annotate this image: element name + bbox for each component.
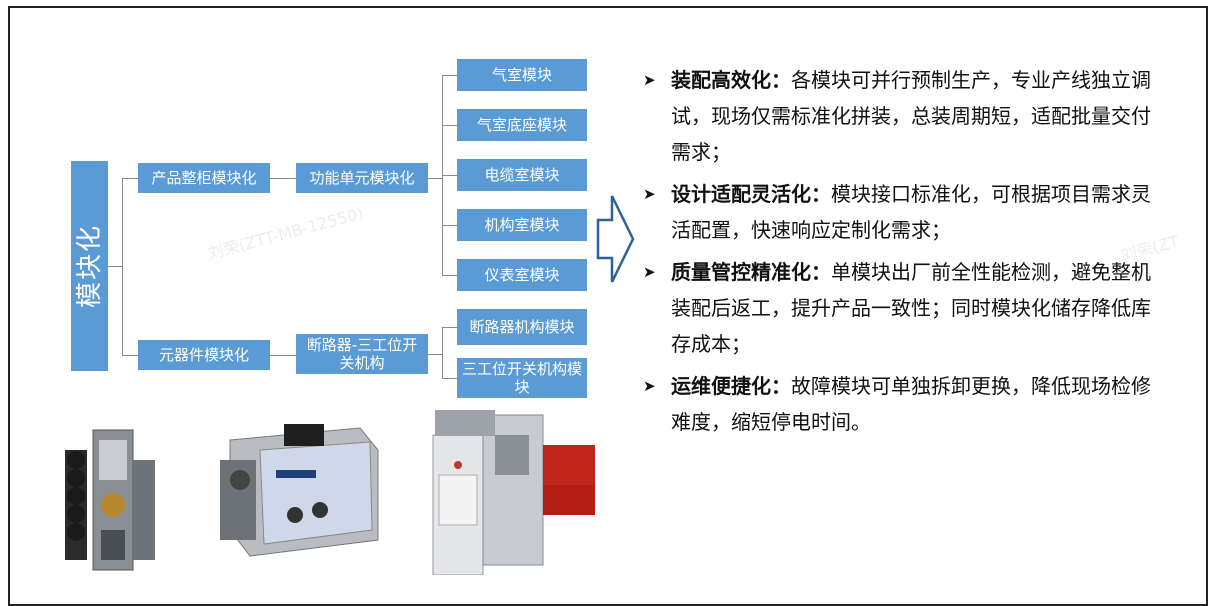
node-breaker-module: 断路器机构模块 (457, 309, 587, 345)
node-label: 三工位开关机构模块 (461, 360, 582, 396)
arrow-bullet-icon: ➤ (643, 71, 656, 89)
benefit-title: 装配高效化： (671, 68, 791, 92)
switch-mechanism-image (432, 410, 595, 575)
benefit-title: 运维便捷化： (671, 374, 791, 398)
arrow-bullet-icon: ➤ (643, 377, 656, 395)
mechanism-device-image (65, 429, 155, 571)
node-label: 产品整柜模块化 (151, 169, 257, 187)
node-mechanism-chamber: 机构室模块 (457, 209, 587, 241)
benefit-item: ➤ 装配高效化：各模块可并行预制生产，专业产线独立调试，现场仅需标准化拼装，总装… (643, 62, 1163, 170)
node-breaker-mechanism: 断路器-三工位开关机构 (296, 334, 428, 374)
benefit-list: ➤ 装配高效化：各模块可并行预制生产，专业产线独立调试，现场仅需标准化拼装，总装… (643, 62, 1163, 446)
node-label: 电缆室模块 (484, 166, 560, 184)
benefit-item: ➤ 运维便捷化：故障模块可单独拆卸更换，降低现场检修难度，缩短停电时间。 (643, 368, 1163, 440)
arrow-bullet-icon: ➤ (643, 185, 656, 203)
node-label: 气室模块 (491, 66, 552, 84)
node-components: 元器件模块化 (138, 340, 270, 370)
node-instrument-chamber: 仪表室模块 (457, 259, 587, 291)
benefit-item: ➤ 设计适配灵活化：模块接口标准化，可根据项目需求灵活配置，快速响应定制化需求； (643, 176, 1163, 248)
benefit-text: 故障模块可单独拆卸更换，降低现场检修难度，缩短停电时间。 (671, 374, 1151, 434)
node-label: 元器件模块化 (158, 346, 249, 364)
benefit-title: 设计适配灵活化： (671, 182, 831, 206)
benefit-text: 单模块出厂前全性能检测，避免整机装配后返工，提升产品一致性；同时模块化储存降低库… (671, 260, 1151, 356)
node-gas-chamber: 气室模块 (457, 59, 587, 91)
node-three-position-switch: 三工位开关机构模块 (457, 358, 587, 398)
benefit-text: 模块接口标准化，可根据项目需求灵活配置，快速响应定制化需求； (671, 182, 1151, 242)
root-node: 模块化 (71, 161, 108, 371)
node-label: 机构室模块 (484, 216, 560, 234)
node-label: 气室底座模块 (476, 116, 567, 134)
slide-frame (8, 6, 1208, 606)
root-label: 模块化 (74, 223, 105, 309)
node-product-cabinet: 产品整柜模块化 (138, 163, 270, 193)
node-cable-chamber: 电缆室模块 (457, 159, 587, 191)
node-functional-unit: 功能单元模块化 (296, 163, 428, 193)
arrow-bullet-icon: ➤ (643, 263, 656, 281)
right-arrow-icon (596, 195, 635, 283)
node-label: 功能单元模块化 (309, 169, 415, 187)
benefit-item: ➤ 质量管控精准化：单模块出厂前全性能检测，避免整机装配后返工，提升产品一致性；… (643, 254, 1163, 362)
node-label: 断路器机构模块 (469, 318, 575, 336)
node-label: 断路器-三工位开关机构 (306, 336, 418, 372)
benefit-title: 质量管控精准化： (671, 260, 831, 284)
node-gas-chamber-base: 气室底座模块 (457, 109, 587, 141)
benefit-text: 各模块可并行预制生产，专业产线独立调试，现场仅需标准化拼装，总装周期短，适配批量… (671, 68, 1151, 164)
breaker-device-image (220, 424, 379, 557)
node-label: 仪表室模块 (484, 266, 560, 284)
